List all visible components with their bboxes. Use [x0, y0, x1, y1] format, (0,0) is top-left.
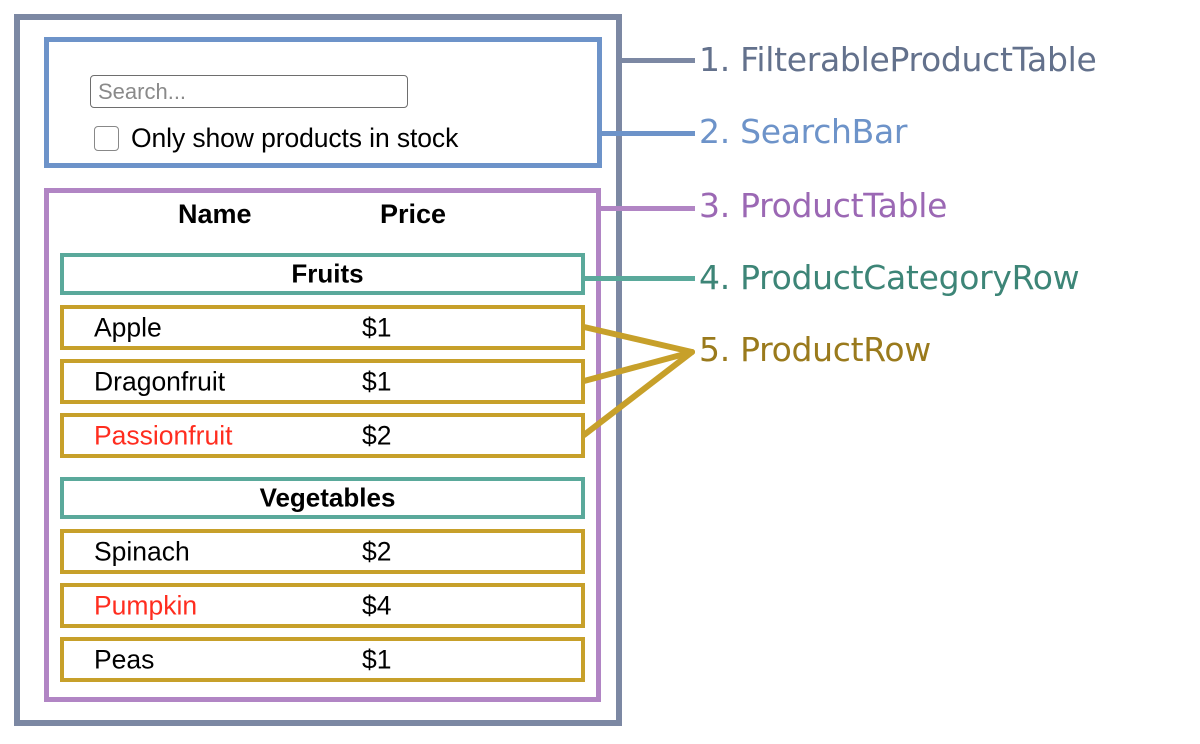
in-stock-checkbox-row[interactable]: Only show products in stock — [94, 123, 458, 154]
callout-connector-4 — [585, 276, 695, 281]
product-category-row: Fruits — [60, 253, 585, 295]
product-name: Spinach — [94, 536, 190, 566]
table-row: Apple $1 — [60, 305, 585, 350]
product-category-label: Vegetables — [259, 482, 396, 513]
table-row: Spinach $2 — [60, 529, 585, 574]
callout-connector-2 — [598, 131, 695, 136]
product-price: $4 — [362, 590, 392, 620]
product-price: $2 — [362, 420, 392, 450]
table-row: Peas $1 — [60, 637, 585, 682]
column-header-price: Price — [380, 199, 447, 229]
product-table-header: Name Price — [60, 199, 585, 243]
table-row: Passionfruit $2 — [60, 413, 585, 458]
product-price: $2 — [362, 536, 392, 566]
column-header-name: Name — [178, 199, 252, 229]
product-name: Apple — [94, 312, 162, 342]
callout-connector-3 — [597, 206, 695, 211]
callout-connector-5 — [581, 324, 695, 438]
product-table-frame — [44, 188, 601, 702]
product-category-label: Fruits — [291, 258, 364, 289]
legend-item-product-category-row: 4. ProductCategoryRow — [699, 258, 1080, 297]
in-stock-checkbox-label: Only show products in stock — [131, 123, 459, 153]
search-input[interactable] — [90, 75, 408, 108]
product-name: Peas — [94, 644, 155, 674]
callout-connector-1 — [617, 58, 695, 63]
search-bar-frame — [44, 37, 602, 168]
product-price: $1 — [362, 366, 392, 396]
product-name: Pumpkin — [94, 590, 198, 620]
table-row: Dragonfruit $1 — [60, 359, 585, 404]
product-category-row: Vegetables — [60, 477, 585, 519]
legend-item-filterable-product-table: 1. FilterableProductTable — [699, 40, 1097, 79]
product-price: $1 — [362, 312, 392, 342]
legend-item-search-bar: 2. SearchBar — [699, 112, 908, 151]
product-price: $1 — [362, 644, 392, 674]
product-name: Dragonfruit — [94, 366, 226, 396]
table-row: Pumpkin $4 — [60, 583, 585, 628]
in-stock-checkbox[interactable] — [94, 126, 119, 151]
product-name: Passionfruit — [94, 420, 233, 450]
legend-item-product-row: 5. ProductRow — [699, 330, 931, 369]
legend-item-product-table: 3. ProductTable — [699, 186, 948, 225]
